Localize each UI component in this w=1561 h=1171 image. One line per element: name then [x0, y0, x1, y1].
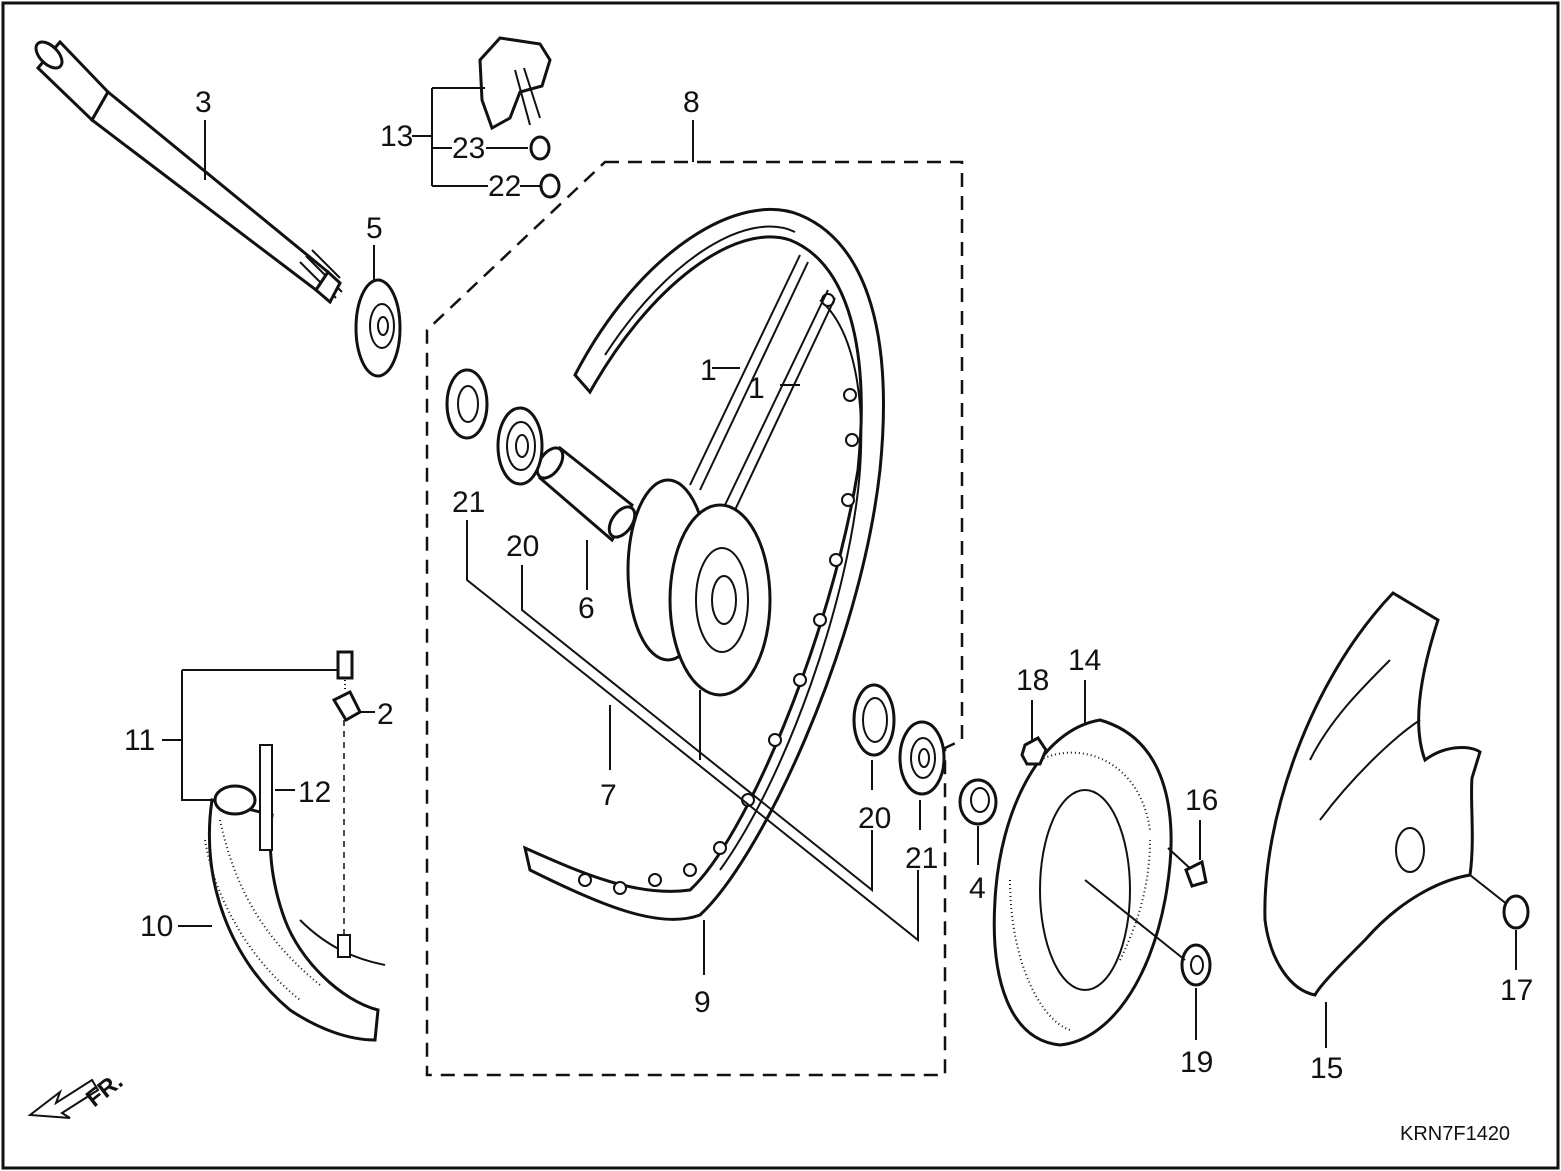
label-tire: 10: [140, 910, 173, 943]
front-axle: [34, 39, 343, 305]
label-rim-band: 12: [298, 776, 331, 809]
bearing-left: [496, 406, 544, 486]
leader-lines: [162, 87, 1517, 1048]
label-disc-bolt: 16: [1185, 784, 1218, 817]
nut-top: [1020, 736, 1048, 766]
bracket-nut: [529, 135, 551, 161]
label-spoke-a: 1: [700, 354, 717, 387]
label-nut-23: 23: [452, 132, 485, 165]
disc-cover: [1263, 591, 1509, 997]
part-labels: 1 1 2 3 4 5 6 7 8 9 10 11 12 13 14 15 16…: [124, 86, 1533, 1085]
valve-cap: [331, 650, 362, 723]
label-disc-cover: 15: [1310, 1052, 1343, 1085]
nut-bottom: [1180, 943, 1212, 987]
diagram-code: KRN7F1420: [1400, 1123, 1510, 1145]
dust-seal-right: [898, 720, 946, 796]
label-collar-4: 4: [969, 872, 986, 905]
label-seal-left: 21: [452, 486, 485, 519]
label-hub: 7: [600, 779, 617, 812]
label-bearing-left: 20: [506, 530, 539, 563]
label-screw-22: 22: [488, 170, 521, 203]
label-side-collar: 5: [366, 212, 383, 245]
distance-collar: [535, 445, 637, 543]
side-collar: [354, 278, 402, 378]
label-bracket: 13: [380, 120, 413, 153]
wheel-rim: [522, 207, 885, 921]
dust-seal-left: [445, 368, 489, 440]
label-distance-collar: 6: [578, 592, 595, 625]
front-indicator-label: FR.: [81, 1068, 128, 1113]
label-valve: 2: [377, 698, 394, 731]
disc-bolt: [1167, 847, 1208, 888]
bracket-screw: [539, 173, 561, 199]
disc-side-collar: [958, 778, 998, 826]
brake-disc: [992, 718, 1173, 1047]
cover-bolt: [1502, 894, 1530, 930]
label-seal-right: 21: [905, 842, 938, 875]
tube-valve: [337, 934, 351, 958]
wheel-assembly-group-outline: [425, 160, 964, 1077]
label-bearing-right: 20: [858, 802, 891, 835]
label-rim: 9: [694, 986, 711, 1019]
inner-tube: [213, 744, 273, 851]
label-brake-disc: 14: [1068, 644, 1101, 677]
tire: [204, 798, 386, 1042]
label-cover-bolt: 17: [1500, 974, 1533, 1007]
front-hub: [626, 478, 772, 760]
front-direction-arrow: [27, 1078, 100, 1119]
label-axle: 3: [195, 86, 212, 119]
label-nut-18: 18: [1016, 664, 1049, 697]
sensor-bracket: [478, 36, 552, 131]
spokes: [689, 254, 836, 511]
bearing-right: [852, 683, 896, 757]
label-nut-19: 19: [1180, 1046, 1213, 1079]
label-tube-set: 11: [124, 724, 155, 757]
label-wheel-assembly: 8: [683, 86, 700, 119]
label-spoke-b: 1: [748, 372, 765, 405]
